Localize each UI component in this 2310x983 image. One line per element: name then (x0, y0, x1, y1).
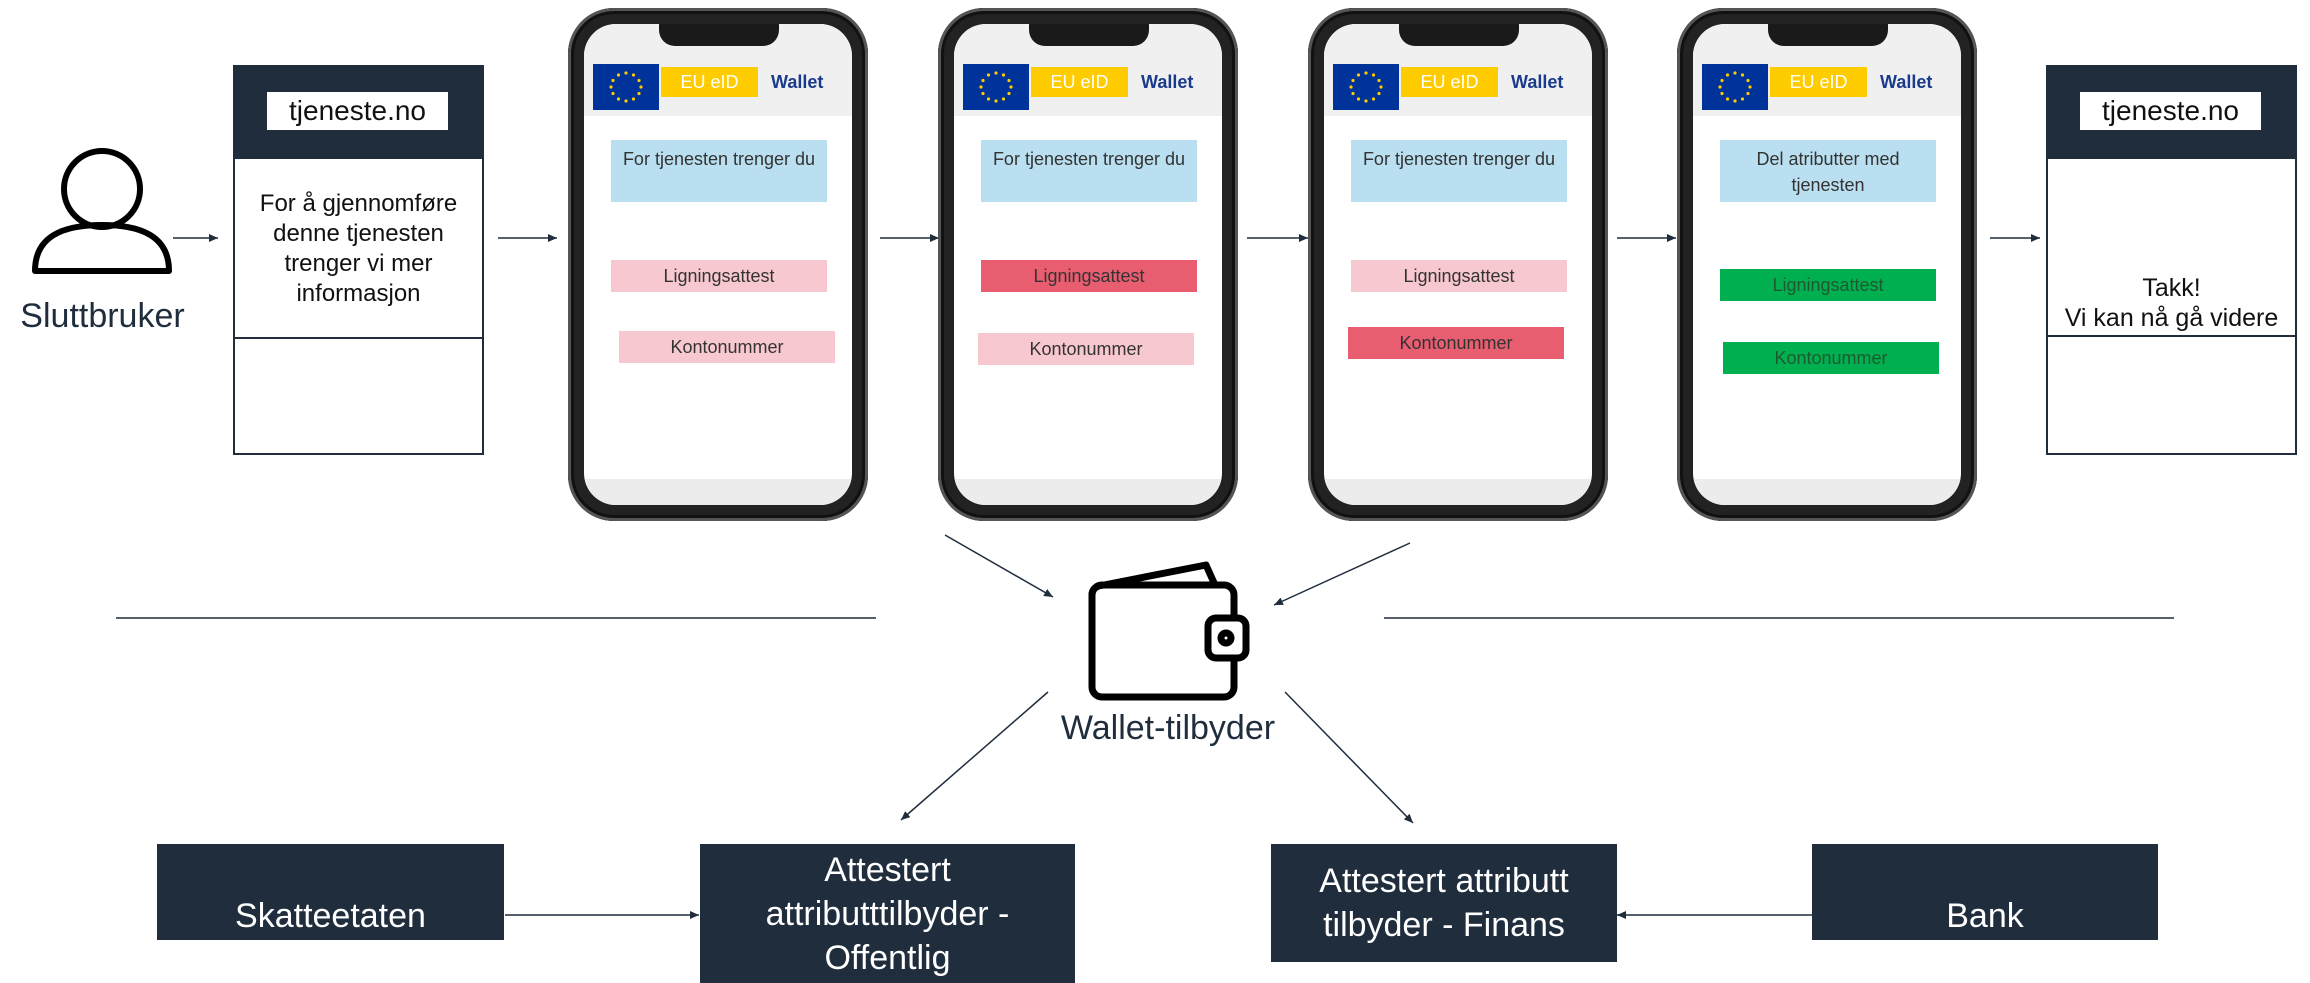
service-start-header: tjeneste.no (235, 67, 482, 159)
arrow-wallet-to-finance (1284, 691, 1414, 824)
eu-eid-brand: EU eID (1770, 67, 1867, 97)
phone-bottom-bar (584, 479, 852, 505)
bank-label: Bank (1946, 897, 2024, 935)
wallet-title: Wallet (1880, 72, 1933, 92)
eu-eid-brand: EU eID (1031, 67, 1128, 97)
attribute-ligningsattest[interactable]: Ligningsattest (1720, 269, 1936, 301)
user-label: Sluttbruker (20, 297, 185, 335)
arrow-phone1-to-wallet (944, 534, 1054, 598)
service-end-header: tjeneste.no (2048, 67, 2295, 159)
phone-screen: EU eID Wallet For tjenesten trenger du L… (954, 24, 1222, 505)
wallet-provider-label: Wallet-tilbyder (1060, 709, 1276, 747)
arrow-phone3-to-wallet (1273, 542, 1411, 606)
eu-flag-icon (1333, 64, 1399, 110)
phone-step-1: EU eID Wallet For tjenesten trenger du L… (568, 8, 868, 521)
bank-box: Bank (1812, 844, 2158, 940)
eu-eid-brand: EU eID (1401, 67, 1498, 97)
wallet-title: Wallet (771, 72, 824, 92)
attribute-kontonummer[interactable]: Kontonummer (978, 333, 1194, 365)
service-end-message-area: Takk! Vi kan nå gå videre (2048, 160, 2295, 337)
service-end-message-line1: Takk! (2142, 274, 2201, 302)
service-end-message-line2: Vi kan nå gå videre (2064, 304, 2279, 332)
attribute-kontonummer[interactable]: Kontonummer (1348, 327, 1564, 359)
service-end-page: tjeneste.no Takk! Vi kan nå gå videre (2046, 65, 2297, 455)
wallet-prompt: For tjenesten trenger du (1351, 140, 1567, 202)
public-provider-box: Attestert attributttilbyder - Offentlig (700, 844, 1075, 983)
service-start-url[interactable]: tjeneste.no (266, 91, 449, 131)
attribute-kontonummer[interactable]: Kontonummer (1723, 342, 1939, 374)
eu-flag-icon (963, 64, 1029, 110)
phone-notch (659, 24, 779, 46)
phone-step-2: EU eID Wallet For tjenesten trenger du L… (938, 8, 1238, 521)
eu-flag-icon (593, 64, 659, 110)
wallet-prompt: Del atributter med tjenesten (1720, 140, 1936, 202)
finance-provider-box: Attestert attributt tilbyder - Finans (1271, 844, 1617, 962)
phone-bottom-bar (954, 479, 1222, 505)
eu-flag-icon (1702, 64, 1768, 110)
wallet-title: Wallet (1511, 72, 1564, 92)
phone-bottom-bar (1693, 479, 1961, 505)
finance-provider-label: Attestert attributt tilbyder - Finans (1319, 862, 1569, 944)
skatteetaten-label: Skatteetaten (235, 897, 426, 935)
wallet-icon (1088, 561, 1250, 701)
attribute-ligningsattest[interactable]: Ligningsattest (1351, 260, 1567, 292)
phone-notch (1399, 24, 1519, 46)
arrow-wallet-to-public (900, 691, 1049, 821)
eu-eid-brand: EU eID (661, 67, 758, 97)
service-start-message: For å gjennomføre denne tjenesten trenge… (259, 189, 458, 307)
phone-notch (1768, 24, 1888, 46)
service-start-message-area: For å gjennomføre denne tjenesten trenge… (235, 160, 482, 339)
skatteetaten-box: Skatteetaten (157, 844, 504, 940)
phone-step-4: EU eID Wallet Del atributter med tjenest… (1677, 8, 1977, 521)
phone-screen: EU eID Wallet For tjenesten trenger du L… (1324, 24, 1592, 505)
phone-screen: EU eID Wallet Del atributter med tjenest… (1693, 24, 1961, 505)
attribute-ligningsattest[interactable]: Ligningsattest (981, 260, 1197, 292)
public-provider-label: Attestert attributttilbyder - Offentlig (765, 850, 1010, 977)
phone-step-3: EU eID Wallet For tjenesten trenger du L… (1308, 8, 1608, 521)
service-end-url[interactable]: tjeneste.no (2079, 91, 2262, 131)
attribute-kontonummer[interactable]: Kontonummer (619, 331, 835, 363)
phone-bottom-bar (1324, 479, 1592, 505)
phone-notch (1029, 24, 1149, 46)
service-start-page: tjeneste.no For å gjennomføre denne tjen… (233, 65, 484, 455)
attribute-ligningsattest[interactable]: Ligningsattest (611, 260, 827, 292)
person-icon (32, 148, 172, 274)
wallet-prompt: For tjenesten trenger du (981, 140, 1197, 202)
wallet-title: Wallet (1141, 72, 1194, 92)
phone-screen: EU eID Wallet For tjenesten trenger du L… (584, 24, 852, 505)
wallet-prompt: For tjenesten trenger du (611, 140, 827, 202)
